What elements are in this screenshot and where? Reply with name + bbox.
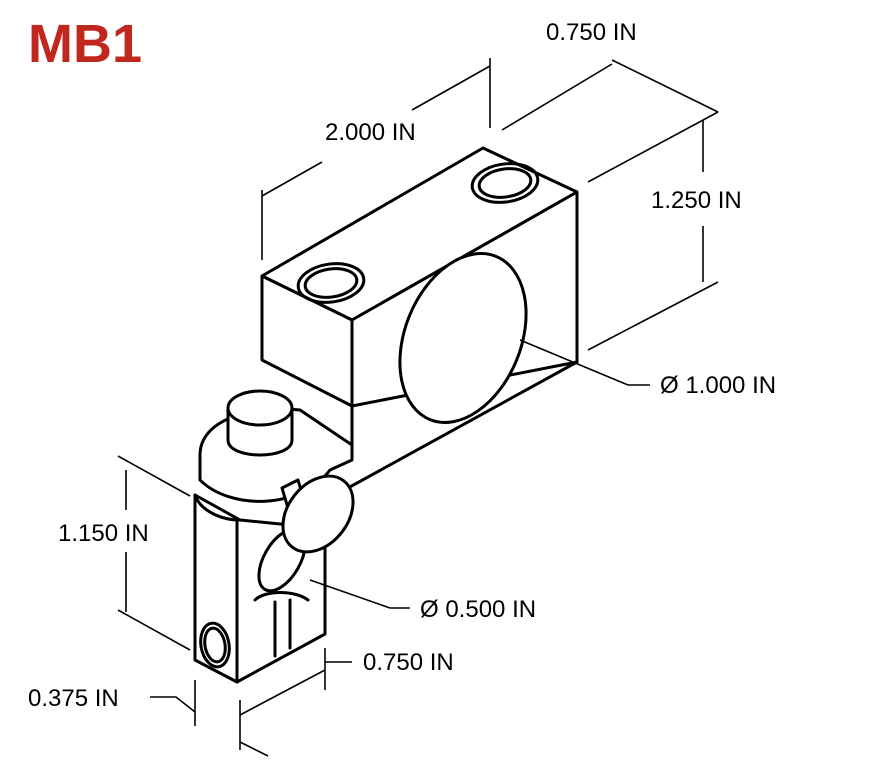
dim-label-block-height: 1.250 IN	[651, 187, 742, 214]
dim-post-ext-top	[117, 455, 191, 497]
dim-depth-span	[611, 59, 719, 113]
dim-label-bore-diameter: Ø 1.000 IN	[660, 372, 776, 399]
dim-height-ext-top	[587, 111, 719, 183]
thumb-screw-knob	[281, 474, 355, 554]
dim-label-post-bore-diameter: Ø 0.500 IN	[420, 596, 536, 623]
dimension-lines	[117, 58, 719, 757]
dim-label-post-width: 0.750 IN	[363, 649, 454, 676]
post-front-hole	[199, 621, 231, 669]
dim-post-width-line	[239, 669, 326, 716]
post-front-hole-inner	[203, 626, 227, 664]
dimension-labels: 0.750 IN 2.000 IN 1.250 IN Ø 1.000 IN 1.…	[28, 19, 776, 712]
main-block	[260, 146, 579, 424]
dim-depth-line	[501, 63, 613, 131]
large-bore-ellipse	[398, 252, 528, 424]
dim-label-post-height: 1.150 IN	[58, 520, 149, 547]
collar-pin-top	[226, 389, 294, 427]
dim-post-bore-leader	[309, 579, 410, 609]
dim-post-depth-tail	[239, 741, 269, 757]
top-screw-hole-left-inner	[303, 267, 359, 299]
dim-label-top-length: 2.000 IN	[325, 119, 416, 146]
dim-post-depth-leader	[150, 696, 196, 713]
dim-length-line-b	[411, 65, 491, 111]
part-title: MB1	[28, 14, 142, 74]
collar-front-edge	[193, 493, 242, 522]
dim-bore-leader	[519, 339, 650, 386]
top-screw-hole-left	[296, 262, 366, 304]
post-bore-lower-edge	[253, 591, 310, 602]
post-assembly	[193, 360, 579, 684]
top-screw-hole-right-inner	[477, 167, 533, 199]
post-slot	[273, 598, 292, 658]
dim-label-top-depth: 0.750 IN	[546, 19, 637, 46]
dim-length-line-a	[261, 161, 323, 197]
top-screw-hole-right	[470, 162, 540, 204]
dim-height-ext-bottom	[587, 281, 719, 351]
dim-label-post-depth: 0.375 IN	[28, 685, 119, 712]
block-lower-edge	[346, 360, 579, 490]
dim-post-ext-bottom	[117, 609, 191, 651]
